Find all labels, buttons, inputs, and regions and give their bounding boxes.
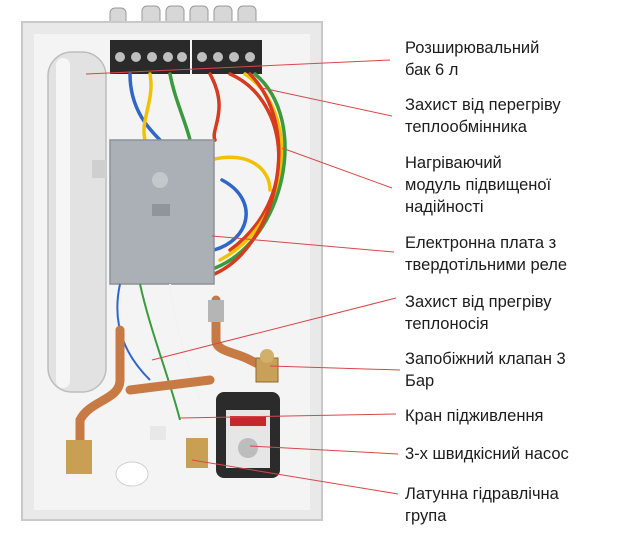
label-expansion-tank: Розширювальний бак 6 л xyxy=(405,39,540,79)
brass-hydraulic-group xyxy=(66,426,208,474)
sensor-fitting xyxy=(208,300,224,322)
valve-icon xyxy=(255,349,279,383)
label-fill-valve: Кран підживлення xyxy=(405,407,544,425)
label-heat-exchanger-protection: Захист від перегріву теплообмінника xyxy=(405,96,561,136)
wiring xyxy=(128,72,287,277)
label-brass-group: Латунна гідравлічна група xyxy=(405,485,559,525)
label-heating-module: Нагріваючий модуль підвищеної надійності xyxy=(405,154,552,216)
drain-cap xyxy=(115,461,149,487)
label-electronic-board: Електронна плата з твердотільними реле xyxy=(405,234,568,274)
label-pump: 3-х швидкісний насос xyxy=(405,445,569,463)
label-safety-valve: Запобіжний клапан 3 Бар xyxy=(405,350,566,390)
leader-lines xyxy=(85,59,401,495)
control-box xyxy=(109,139,215,285)
pump-icon xyxy=(216,392,280,478)
expansion-tank xyxy=(47,51,107,393)
label-coolant-overheat-protection: Захист від прегріву теплоносія xyxy=(405,293,552,333)
